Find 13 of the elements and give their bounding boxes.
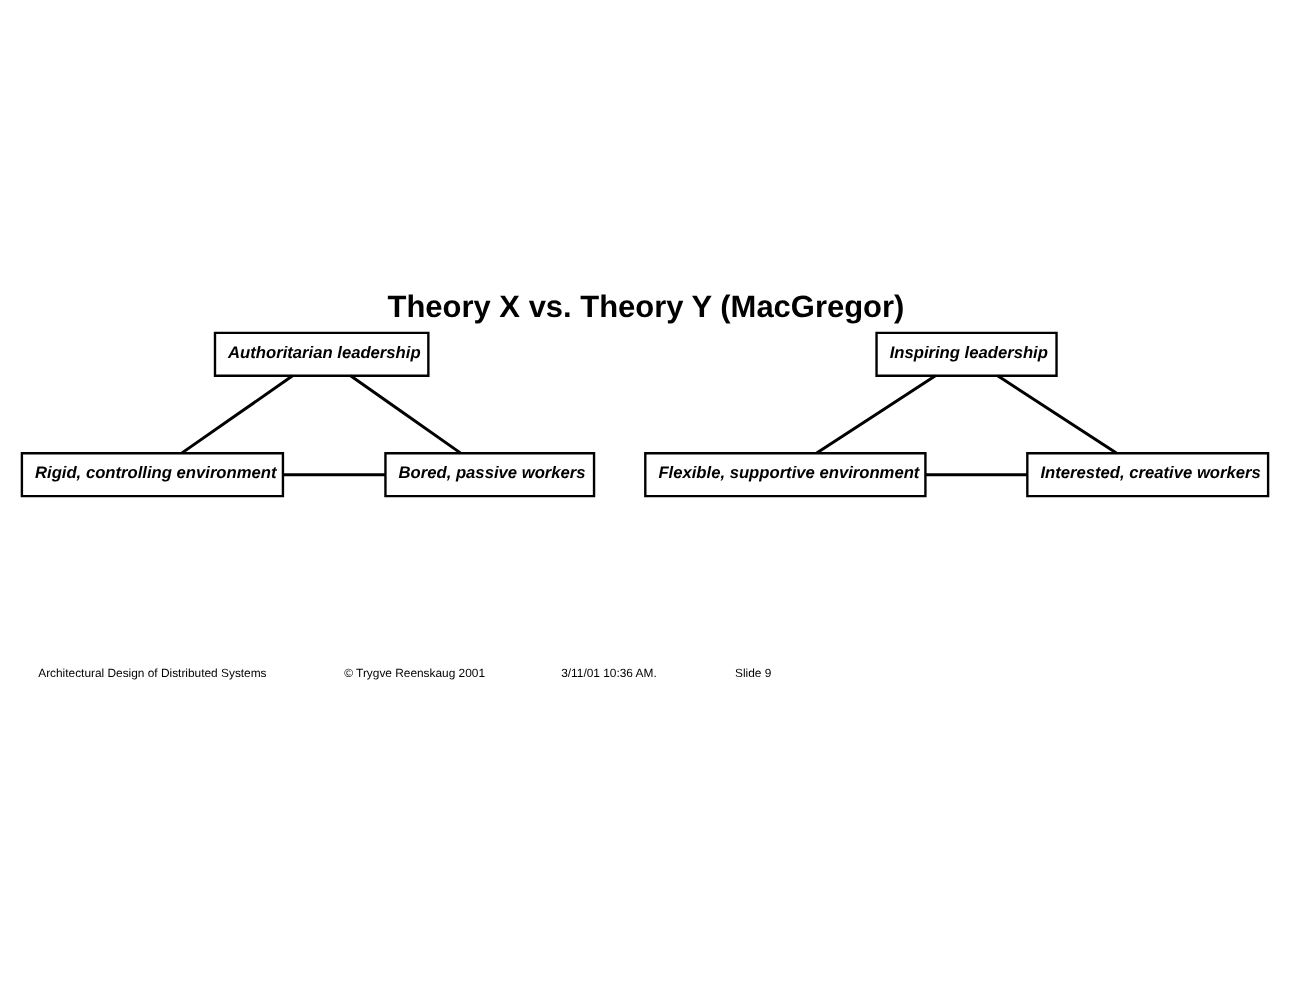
- connector: [283, 473, 386, 477]
- node-box: Interested, creative workers: [1026, 452, 1270, 498]
- node-box: Rigid, controlling environment: [20, 452, 285, 498]
- diagram-title: Theory X vs. Theory Y (MacGregor): [387, 291, 905, 326]
- connector: [996, 374, 1118, 455]
- connector: [815, 374, 937, 455]
- connector: [925, 473, 1028, 477]
- connector: [180, 374, 294, 455]
- node-box: Bored, passive workers: [384, 452, 596, 498]
- node-box: Authoritarian leadership: [213, 331, 430, 377]
- node-box: Inspiring leadership: [875, 331, 1058, 377]
- node-box: Flexible, supportive environment: [644, 452, 927, 498]
- connector: [349, 374, 462, 455]
